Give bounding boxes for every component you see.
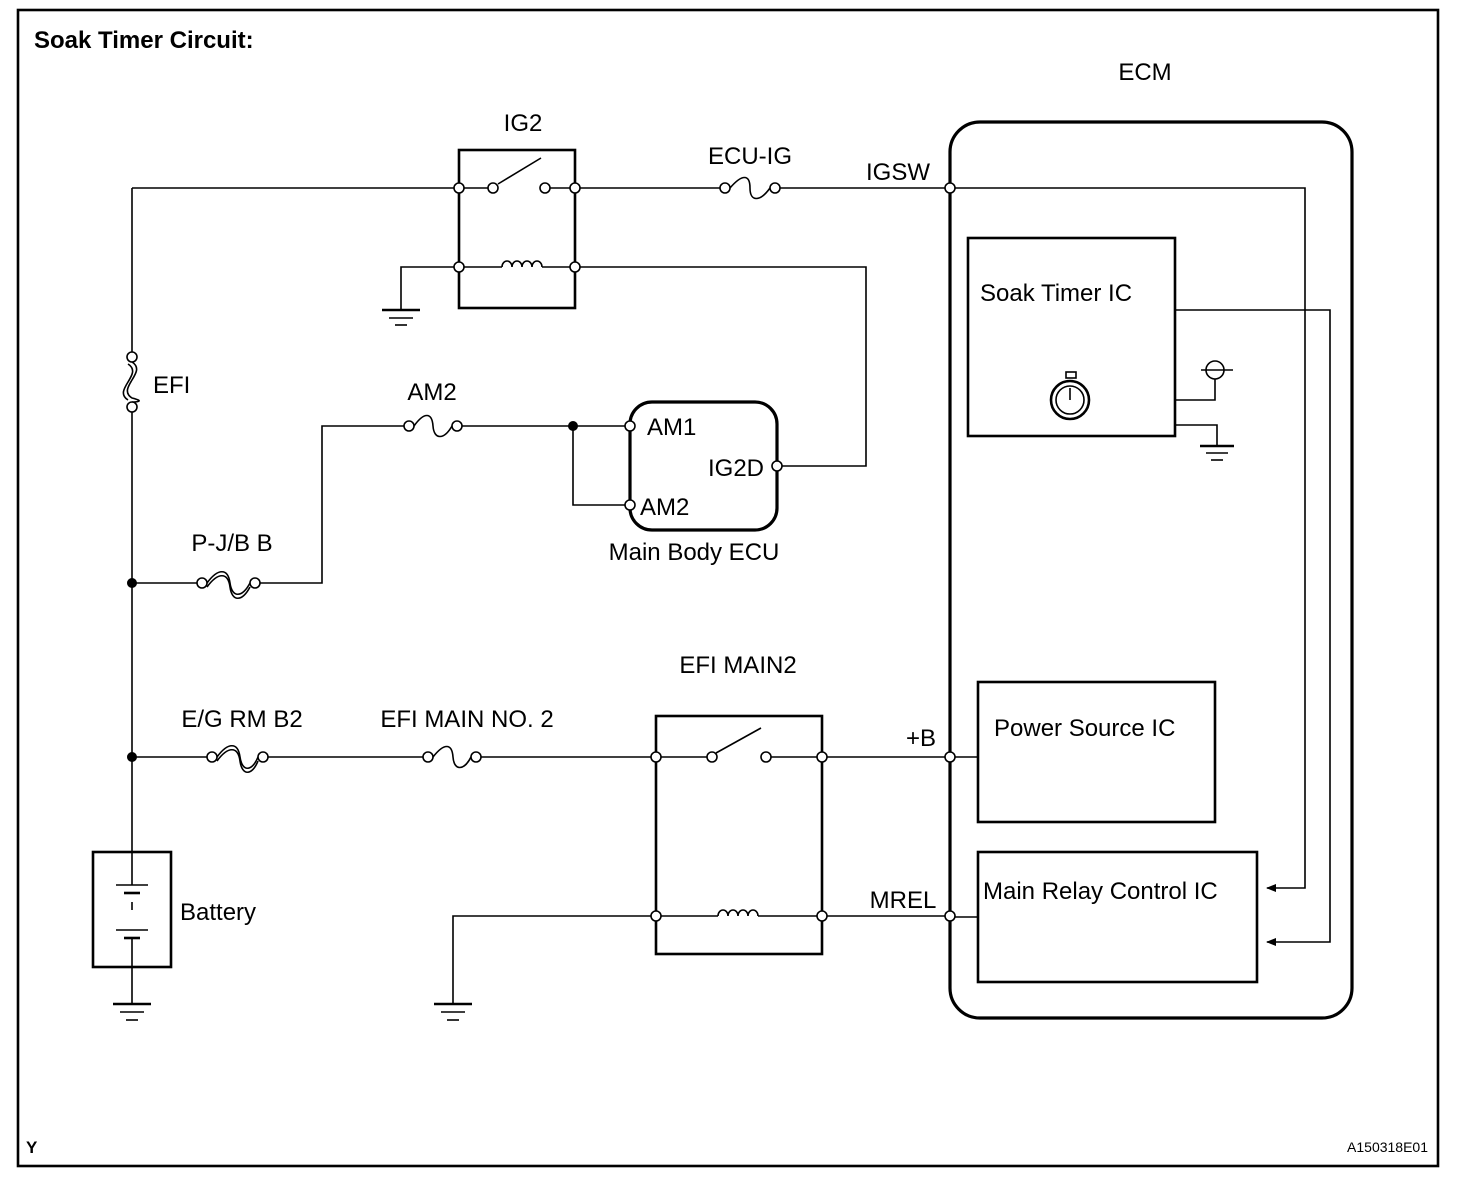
efi-main2-terminal	[650, 910, 662, 922]
battery-icon	[116, 852, 148, 967]
battery-ground-icon	[113, 967, 151, 1021]
ecm-outline	[948, 120, 1354, 1020]
am2-feed-wire	[260, 425, 404, 584]
soak-timer-ic-label: Soak Timer IC	[980, 280, 1132, 307]
ecu-ig-fuse	[719, 176, 781, 200]
ecu-ig-fuse-label: ECU-IG	[708, 143, 792, 170]
am2-pin-label: AM2	[640, 494, 689, 521]
pjb-b-fuse-label: P-J/B B	[191, 530, 272, 557]
ig2-ground-icon	[382, 266, 454, 326]
power-source-ic-label: Power Source IC	[994, 715, 1175, 742]
efi-fuse-label: EFI	[153, 372, 190, 399]
efi-main2-terminal	[816, 751, 828, 763]
efi-main-no2-fuse	[422, 745, 482, 769]
soak-timer-output-wire	[1175, 309, 1331, 946]
ig2-relay-label: IG2	[504, 110, 543, 137]
ig2-coil-icon	[501, 260, 543, 268]
corner-label-left: Y	[26, 1138, 38, 1157]
ig2-relay-box	[457, 148, 577, 310]
mrel-terminal	[944, 910, 956, 922]
vcc-symbol	[1175, 360, 1233, 401]
main-body-ecu-label: Main Body ECU	[609, 539, 780, 566]
figure-id: A150318E01	[1347, 1139, 1428, 1155]
soak-timer-ic-box	[966, 236, 1177, 438]
battery-label: Battery	[180, 899, 256, 926]
plus-b-label: +B	[906, 725, 936, 752]
ig2-terminal	[453, 261, 465, 273]
am2-pin-wire	[572, 426, 625, 506]
am2-fuse	[403, 414, 463, 438]
ig2d-terminal	[771, 460, 783, 472]
main-relay-control-ic-box	[976, 850, 1259, 984]
efi-main2-ground-icon	[434, 915, 651, 1021]
efi-main2-relay-box	[654, 714, 824, 956]
efi-main2-coil-icon	[717, 909, 759, 917]
ig2-terminal	[453, 182, 465, 194]
am2-terminal	[624, 499, 636, 511]
am1-pin-label: AM1	[647, 414, 696, 441]
efi-main-no2-fuse-label: EFI MAIN NO. 2	[380, 706, 553, 733]
efi-fuse	[122, 351, 140, 413]
ig2-terminal	[569, 182, 581, 194]
pjb-b-fuse	[196, 570, 261, 600]
ig2d-wire	[580, 266, 867, 467]
igsw-label: IGSW	[866, 159, 930, 186]
igsw-terminal	[944, 182, 956, 194]
ground-icon	[1175, 424, 1234, 461]
ecm-label: ECM	[1118, 59, 1171, 86]
ig2d-pin-label: IG2D	[708, 455, 764, 482]
am2-fuse-label: AM2	[407, 379, 456, 406]
diagram-title: Soak Timer Circuit:	[34, 27, 254, 54]
ig2-terminal	[569, 261, 581, 273]
stopwatch-icon	[1049, 371, 1091, 421]
plus-b-terminal	[944, 751, 956, 763]
eg-rm-b2-fuse	[206, 744, 269, 774]
efi-main2-terminal	[650, 751, 662, 763]
efi-main2-relay-label: EFI MAIN2	[679, 652, 796, 679]
efi-main2-switch-icon	[706, 727, 772, 763]
am1-terminal	[624, 420, 636, 432]
eg-rm-b2-fuse-label: E/G RM B2	[181, 706, 302, 733]
efi-main2-terminal	[816, 910, 828, 922]
power-source-ic-box	[976, 680, 1217, 824]
mrel-label: MREL	[870, 887, 937, 914]
igsw-internal-wire	[950, 187, 1306, 892]
diagram-frame	[16, 8, 1440, 1168]
main-relay-control-ic-label: Main Relay Control IC	[983, 878, 1218, 905]
ig2-switch-icon	[487, 157, 551, 194]
